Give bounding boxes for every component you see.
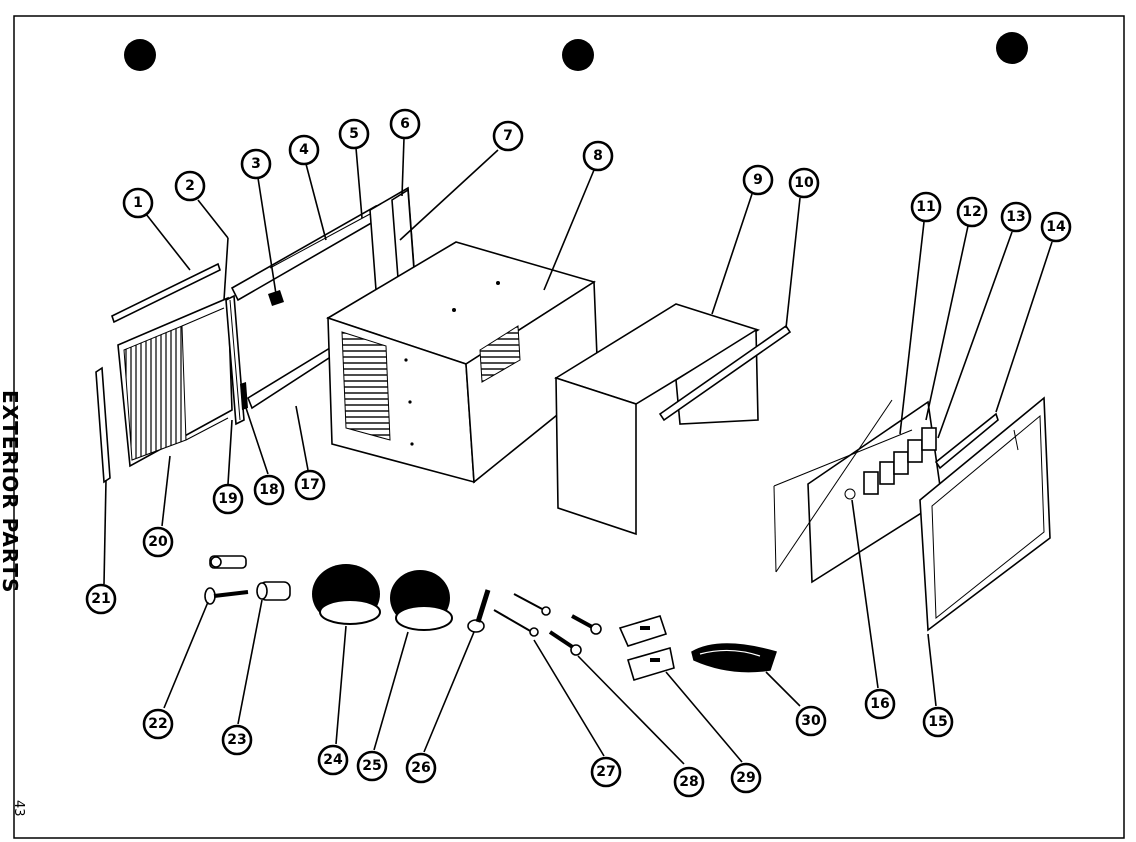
- callout-8b: 9: [742, 164, 774, 196]
- callout-14: 14: [1040, 211, 1072, 243]
- svg-text:3: 3: [251, 156, 261, 172]
- svg-text:21: 21: [91, 591, 110, 607]
- svg-text:24: 24: [323, 752, 343, 768]
- svg-text:17: 17: [300, 477, 319, 493]
- callout-22: 22: [142, 708, 174, 740]
- svg-text:6: 6: [400, 116, 410, 132]
- callout-4: 4: [288, 134, 320, 166]
- svg-text:16: 16: [870, 696, 889, 712]
- callout-24: 24: [317, 744, 349, 776]
- callout-16: 16: [864, 688, 896, 720]
- leader-lines: [103, 137, 1053, 765]
- part-8-cabinet: [326, 241, 599, 484]
- part-30-sealant: [691, 643, 777, 673]
- part-10-rail: [658, 324, 792, 422]
- svg-text:29: 29: [736, 770, 755, 786]
- svg-text:27: 27: [596, 764, 615, 780]
- part-6-side-panel: [369, 186, 415, 292]
- callout-28: 28: [673, 766, 705, 798]
- part-19-channel: [225, 294, 245, 426]
- part-28-bolts: [548, 614, 602, 656]
- callout-1: 1: [122, 187, 154, 219]
- part-25-knob: [390, 570, 453, 631]
- callout-2: 2: [174, 170, 206, 202]
- part-15-front-grille: [919, 396, 1051, 632]
- part-16-coil-panel: [773, 399, 943, 584]
- callout-18: 18: [253, 474, 285, 506]
- svg-text:22: 22: [148, 716, 167, 732]
- svg-text:5: 5: [349, 126, 359, 142]
- svg-text:20: 20: [148, 534, 168, 550]
- part-21-side-strip: [95, 366, 111, 484]
- svg-text:25: 25: [362, 758, 381, 774]
- svg-text:7: 7: [503, 128, 513, 144]
- part-1-top-rail: [111, 262, 221, 324]
- callout-15: 15: [922, 706, 954, 738]
- part-18-gasket: [240, 382, 248, 410]
- part-17-bottom-rail: [247, 346, 333, 410]
- punch-hole-right: [996, 32, 1028, 64]
- callout-5: 5: [338, 118, 370, 150]
- svg-text:10: 10: [794, 175, 814, 191]
- callout-30: 30: [795, 705, 827, 737]
- part-26-screw: [467, 589, 491, 633]
- svg-text:8: 8: [593, 148, 603, 164]
- svg-text:9: 9: [753, 172, 763, 188]
- callout-11: 11: [910, 191, 942, 223]
- part-14-strip: [934, 412, 999, 470]
- svg-text:28: 28: [679, 774, 698, 790]
- svg-text:11: 11: [916, 199, 935, 215]
- callout-20: 20: [142, 526, 174, 558]
- callout-21: 21: [85, 583, 117, 615]
- part-4-top-plate: [230, 204, 381, 302]
- callout-19: 19: [212, 483, 244, 515]
- part-20-side-curtain: [117, 296, 233, 468]
- svg-text:2: 2: [185, 178, 195, 194]
- punch-hole-left: [124, 39, 156, 71]
- callout-12: 12: [956, 196, 988, 228]
- punch-hole-center: [562, 39, 594, 71]
- callout-6: 6: [389, 108, 421, 140]
- callout-8a: 8: [582, 140, 614, 172]
- callout-10: 10: [788, 167, 820, 199]
- part-3-screw: [268, 290, 284, 306]
- part-29-clips: [618, 615, 675, 681]
- svg-text:15: 15: [928, 714, 947, 730]
- svg-text:30: 30: [801, 713, 821, 729]
- part-22b-fastener: [209, 555, 247, 569]
- svg-text:26: 26: [411, 760, 430, 776]
- callout-29: 29: [730, 762, 762, 794]
- callout-17: 17: [294, 469, 326, 501]
- callout-25: 25: [356, 750, 388, 782]
- page-border: [13, 15, 1125, 839]
- callout-26: 26: [405, 752, 437, 784]
- callout-3: 3: [240, 148, 272, 180]
- svg-text:1: 1: [133, 195, 143, 211]
- callout-7: 7: [492, 120, 524, 152]
- svg-text:12: 12: [962, 204, 981, 220]
- part-23-spacer: [256, 581, 291, 601]
- callout-27: 27: [590, 756, 622, 788]
- part-24-knob: [312, 564, 381, 625]
- svg-text:4: 4: [299, 142, 309, 158]
- part-12-13-controls: [844, 427, 937, 500]
- svg-text:14: 14: [1046, 219, 1066, 235]
- part-22-screw: [204, 587, 249, 605]
- svg-text:13: 13: [1006, 209, 1025, 225]
- svg-text:18: 18: [259, 482, 278, 498]
- svg-text:19: 19: [218, 491, 237, 507]
- callout-23: 23: [221, 724, 253, 756]
- svg-text:23: 23: [227, 732, 246, 748]
- callout-13: 13: [1000, 201, 1032, 233]
- part-27-nails: [493, 593, 551, 637]
